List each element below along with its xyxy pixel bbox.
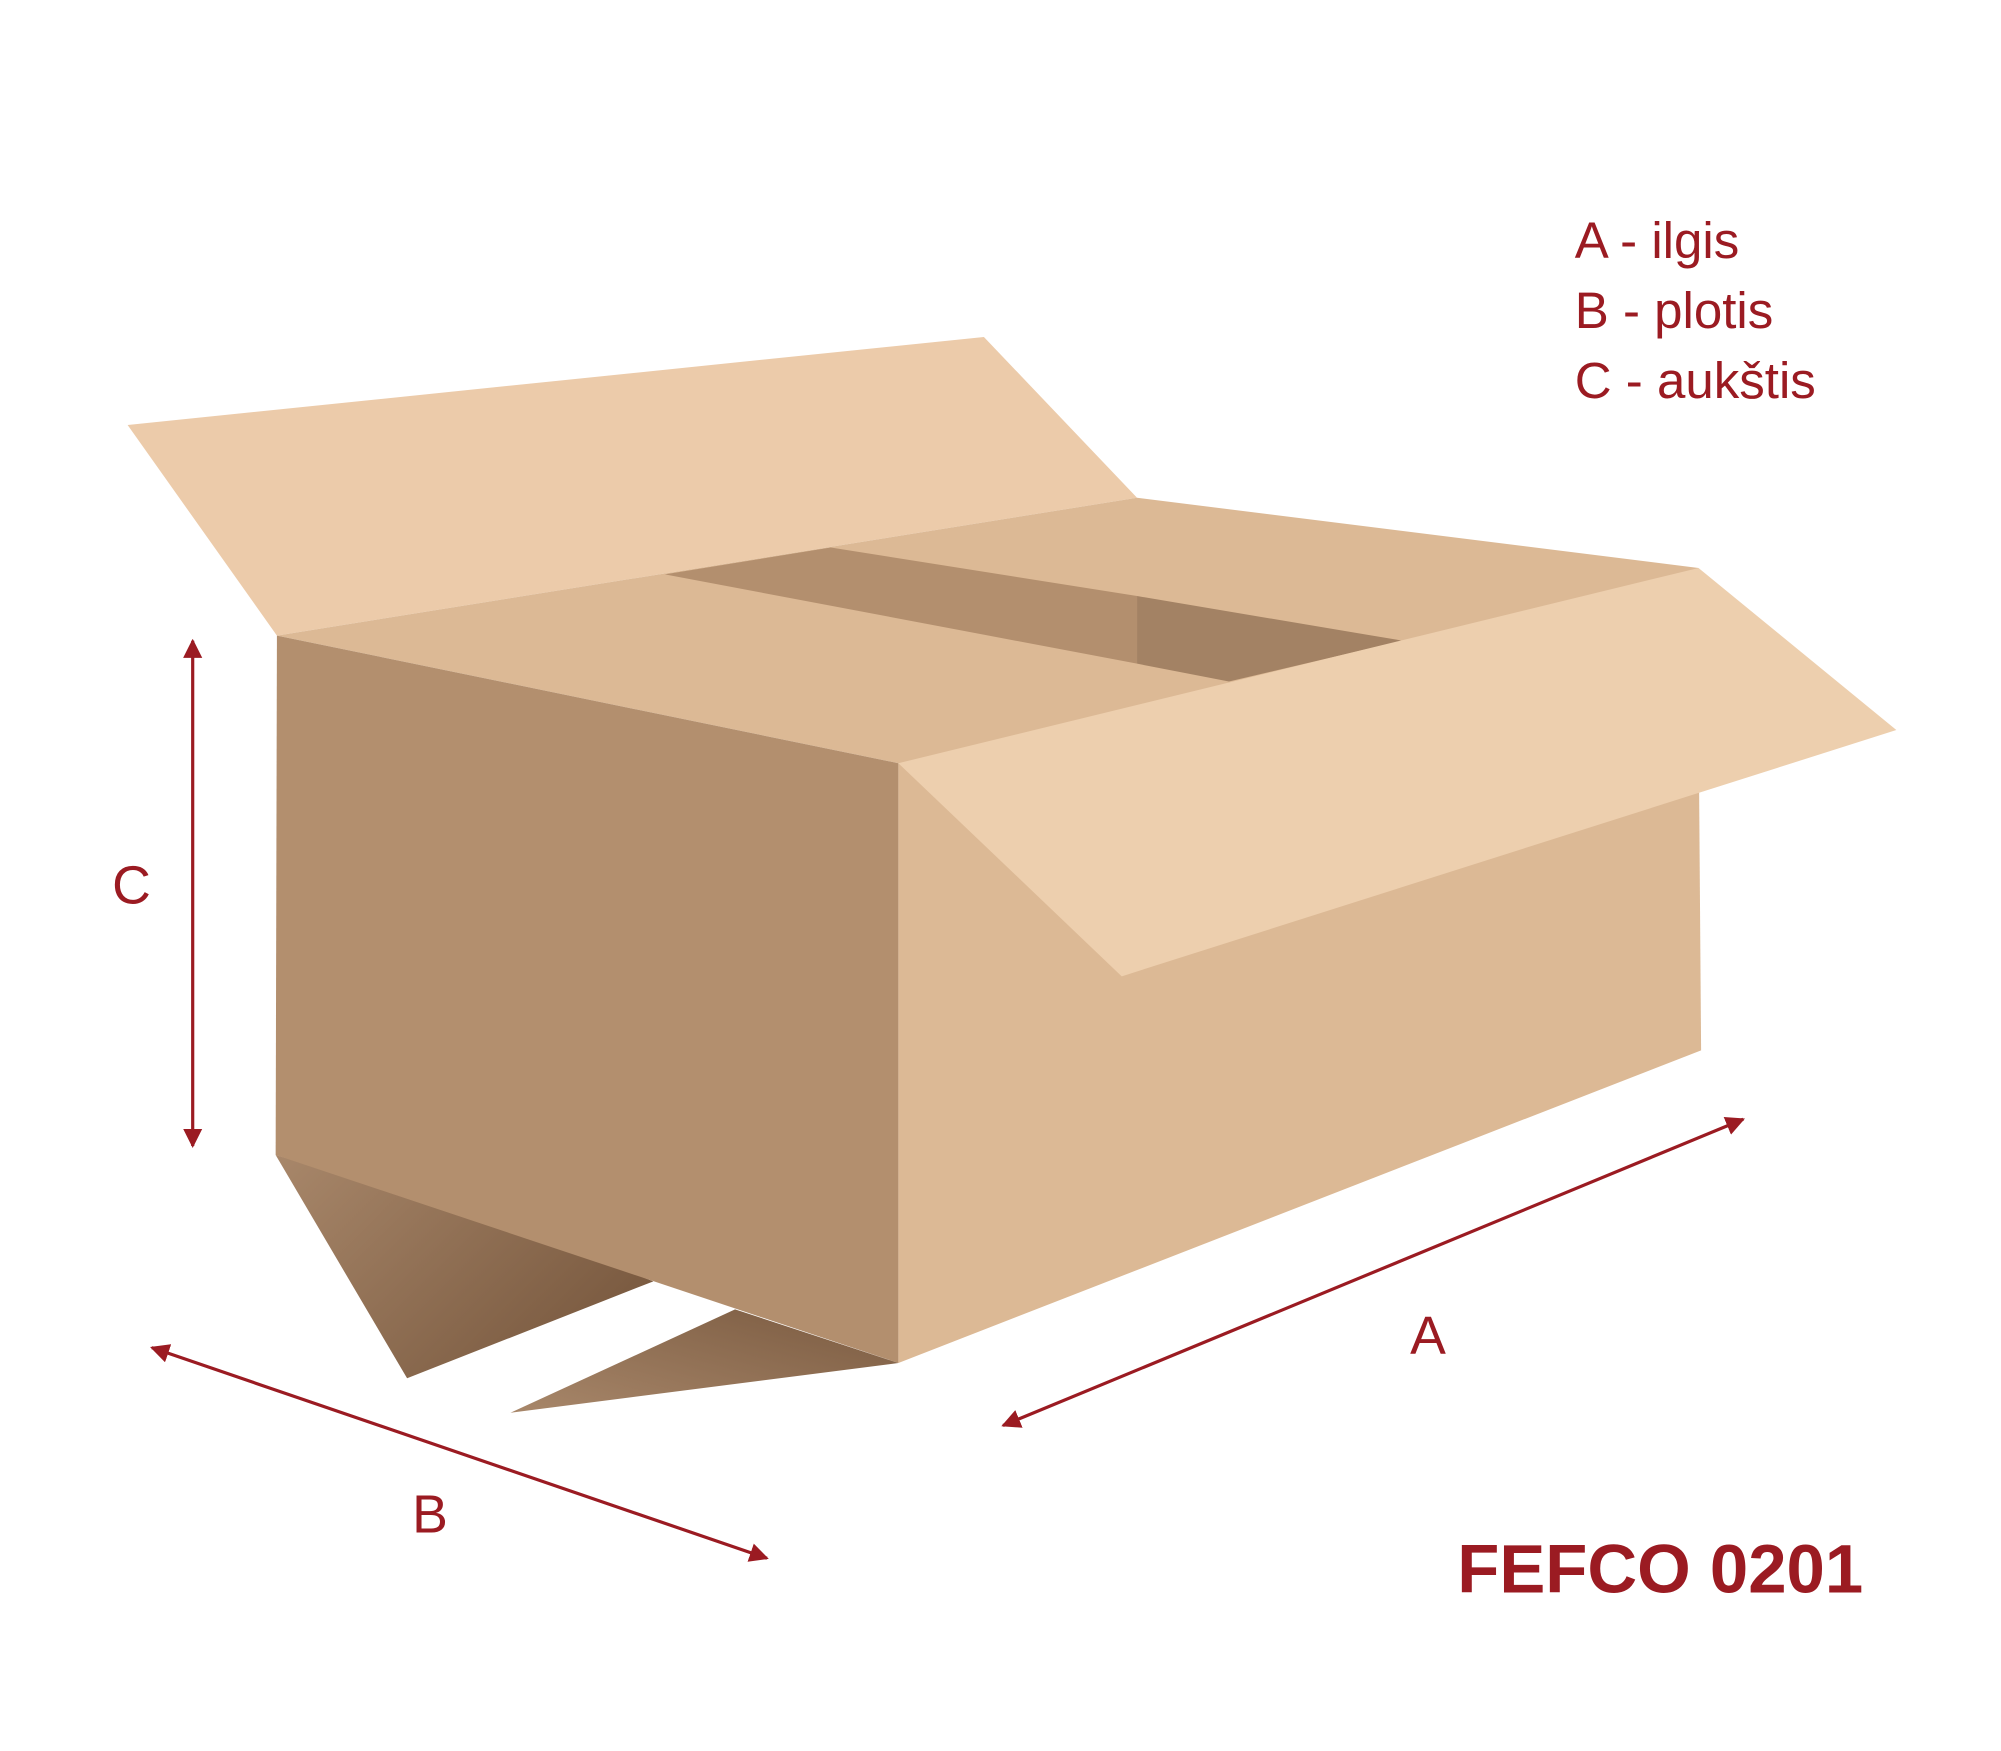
legend-b: B - plotis — [1575, 282, 1774, 339]
dimension-b-label: B — [412, 1485, 448, 1545]
inner-strip — [664, 547, 1138, 664]
legend-a: A - ilgis — [1575, 212, 1739, 269]
bottom-flap-left — [275, 1154, 654, 1379]
dimension-a-arrow — [1001, 1116, 1745, 1428]
fefco-title: FEFCO 0201 — [1457, 1531, 1863, 1608]
left-face — [275, 635, 899, 1363]
back-flap — [127, 336, 1138, 636]
dimension-a-label: A — [1410, 1306, 1446, 1366]
legend-c: C - aukštis — [1575, 352, 1816, 409]
front-flap — [898, 567, 1897, 977]
dimension-b-arrow — [150, 1344, 769, 1562]
dimension-c-label: C — [112, 856, 151, 916]
inner-strip-dark — [1137, 596, 1403, 682]
